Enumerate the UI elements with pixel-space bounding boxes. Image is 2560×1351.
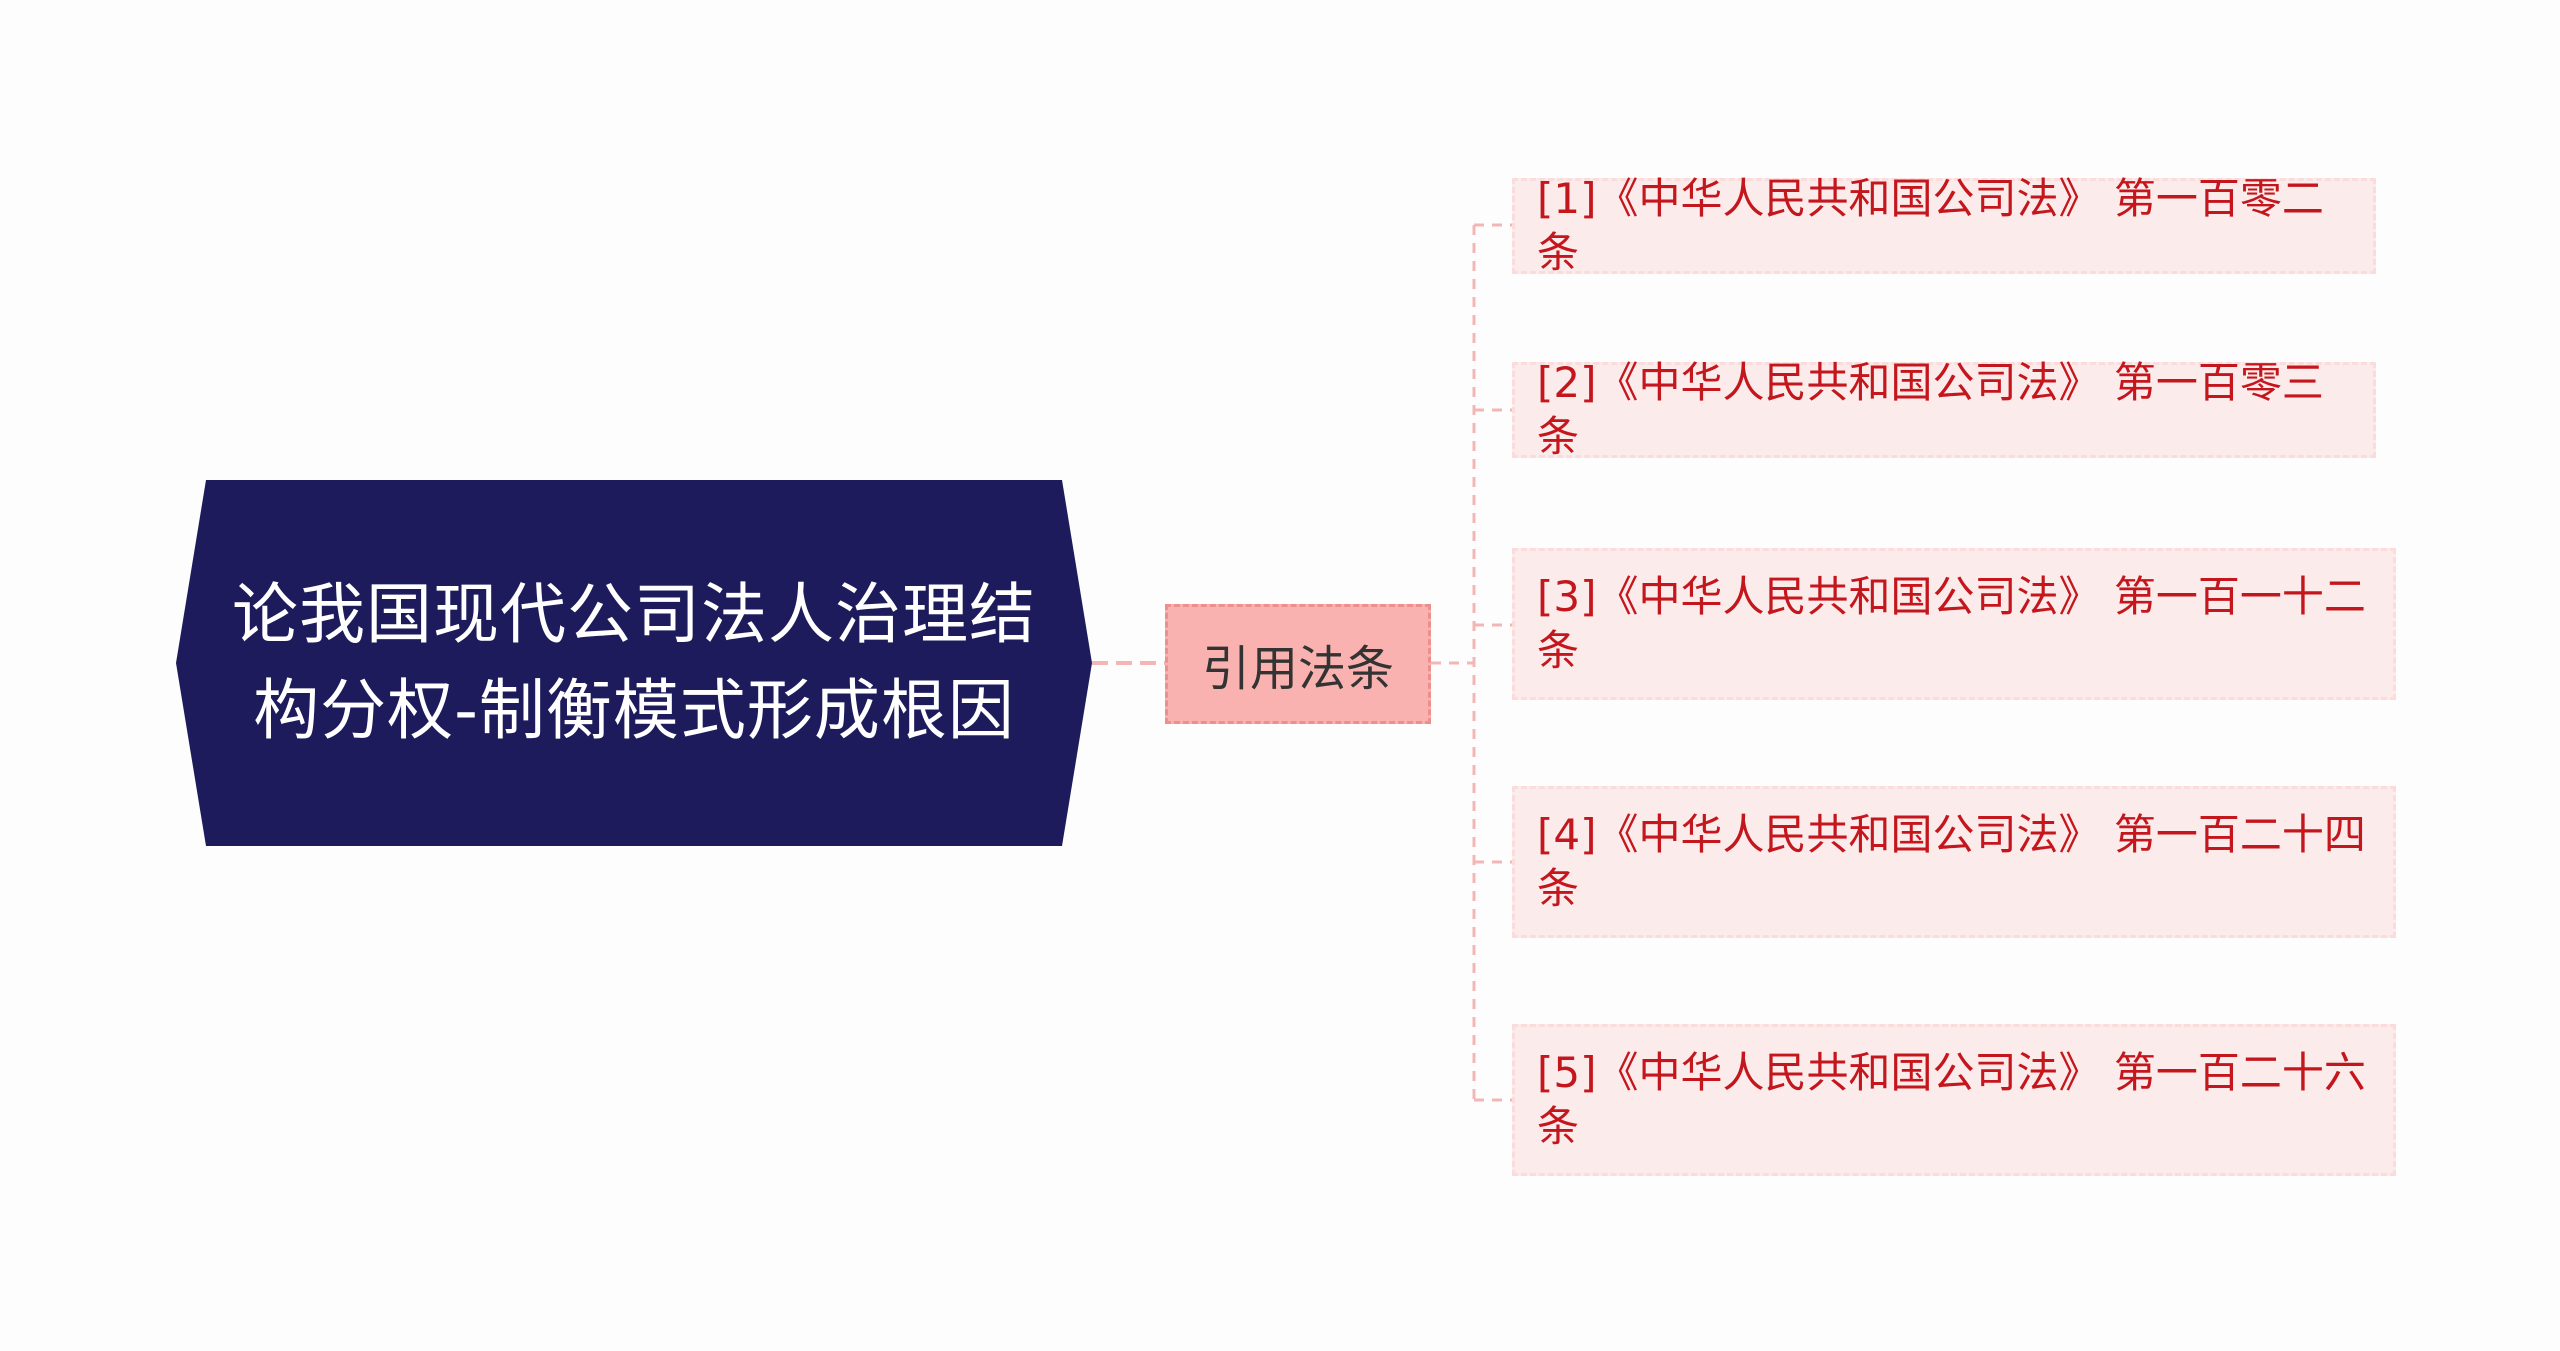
leaf-topic-node-3[interactable]: [3]《中华人民共和国公司法》 第一百一十二条 <box>1512 548 2396 700</box>
root-topic-shape <box>176 480 1092 846</box>
leaf-topic-label: [4]《中华人民共和国公司法》 第一百二十四条 <box>1537 810 2366 913</box>
leaf-topic-label: [2]《中华人民共和国公司法》 第一百零三条 <box>1537 358 2324 461</box>
leaf-topic-label: [5]《中华人民共和国公司法》 第一百二十六条 <box>1537 1048 2366 1151</box>
leaf-topic-label: [3]《中华人民共和国公司法》 第一百一十二条 <box>1537 572 2366 675</box>
root-topic-node[interactable]: 论我国现代公司法人治理结构分权-制衡模式形成根因 <box>176 480 1092 846</box>
leaf-topic-node-5[interactable]: [5]《中华人民共和国公司法》 第一百二十六条 <box>1512 1024 2396 1176</box>
root-topic-label: 论我国现代公司法人治理结构分权-制衡模式形成根因 <box>232 576 1036 749</box>
leaf-topic-node-1[interactable]: [1]《中华人民共和国公司法》 第一百零二条 <box>1512 174 2376 277</box>
leaf-topic-node-2[interactable]: [2]《中华人民共和国公司法》 第一百零三条 <box>1512 358 2376 461</box>
leaf-topic-node-4[interactable]: [4]《中华人民共和国公司法》 第一百二十四条 <box>1512 786 2396 938</box>
branch-topic-node[interactable]: 引用法条 <box>1165 604 1431 724</box>
leaf-topic-label: [1]《中华人民共和国公司法》 第一百零二条 <box>1537 174 2324 277</box>
